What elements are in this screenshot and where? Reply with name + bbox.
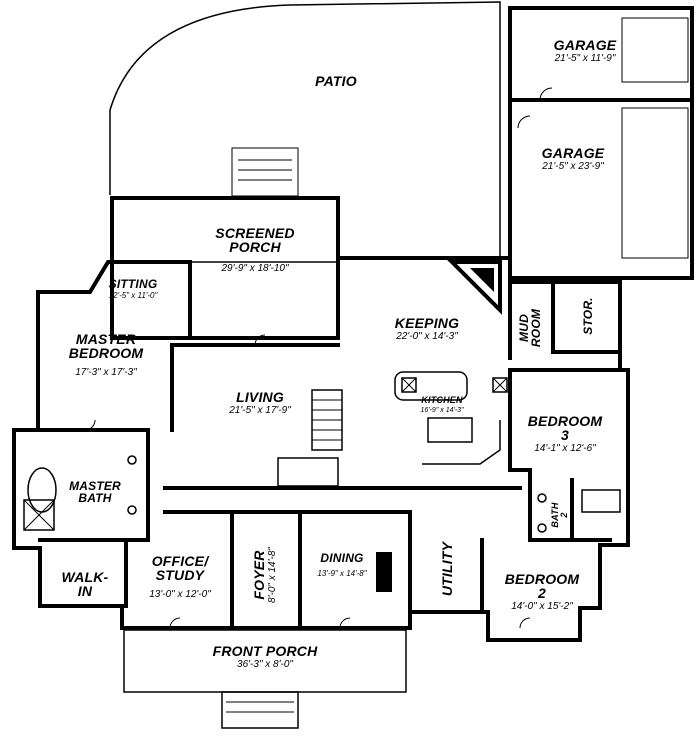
patio-label: PATIO <box>300 74 372 88</box>
room-dimensions: 8'-0" x 14'-8" <box>267 547 278 603</box>
room-name: MASTER <box>69 479 121 493</box>
room-name: KEEPING <box>394 315 460 331</box>
stairs <box>277 389 343 487</box>
room-name-line-2: IN <box>77 583 93 599</box>
room-name-line-2: 3 <box>561 427 569 443</box>
room-dimensions: 22'-0" x 14'-3" <box>396 331 458 342</box>
bath-2-label: BATH 2 <box>550 495 569 535</box>
room-name-line-2: BEDROOM <box>68 345 144 361</box>
room-name: FOYER <box>251 550 267 600</box>
room-name: SCREENED <box>215 225 295 241</box>
room-name-line-2: STUDY <box>155 567 205 583</box>
master-bath-label: MASTER BATH <box>60 480 130 504</box>
garage-1-label: GARAGE 21'-5" x 11'-9" <box>530 38 640 64</box>
bath-2-fixtures <box>537 489 621 533</box>
kitchen-label: KITCHEN 16'-9" x 14'-3" <box>410 395 474 415</box>
dining-hutch <box>376 552 392 592</box>
room-name: SITTING <box>108 277 158 291</box>
room-name-line-2: ROOM <box>529 308 543 348</box>
bedroom-2-label: BEDROOM 2 14'-0" x 15'-2" <box>492 572 592 612</box>
room-dimensions: 21'-5" x 17'-9" <box>229 405 291 416</box>
room-dimensions: 21'-5" x 11'-9" <box>554 53 616 64</box>
garage-2-label: GARAGE 21'-5" x 23'-9" <box>518 146 628 172</box>
room-name: UTILITY <box>439 541 455 597</box>
room-name: PATIO <box>315 73 357 89</box>
front-porch-label: FRONT PORCH 36'-3" x 8'-0" <box>200 644 330 670</box>
room-dimensions: 36'-3" x 8'-0" <box>237 659 293 670</box>
room-name: FRONT PORCH <box>212 643 318 659</box>
house-outline <box>12 256 630 642</box>
room-name-line-2: BATH <box>78 491 112 505</box>
storage-label: STOR. <box>581 288 595 344</box>
walk-in-label: WALK- IN <box>52 570 118 598</box>
patio-outline <box>109 1 501 258</box>
garage-walls <box>508 6 694 280</box>
room-name-line-2: PORCH <box>229 239 281 255</box>
room-name: GARAGE <box>541 145 605 161</box>
room-name: BEDROOM <box>504 571 580 587</box>
room-dimensions: 13'-9" x 14'-8" <box>317 569 367 578</box>
dining-label: DINING 13'-9" x 14'-8" <box>302 552 382 578</box>
mud-room-label: MUD ROOM <box>517 298 543 358</box>
room-name: MASTER <box>75 331 137 347</box>
room-dimensions: 13'-0" x 12'-0" <box>149 589 211 600</box>
room-dimensions: 14'-1" x 12'-6" <box>534 443 596 454</box>
room-name: OFFICE/ <box>151 553 209 569</box>
room-name: KITCHEN <box>421 395 463 405</box>
foyer-label: FOYER 8'-0" x 14'-8" <box>251 530 278 620</box>
room-name: WALK- <box>61 569 109 585</box>
room-dimensions: 16'-9" x 14'-3" <box>420 407 464 414</box>
door-swings <box>84 334 531 629</box>
front-porch <box>123 629 407 729</box>
room-dimensions: 14'-0" x 15'-2" <box>511 601 573 612</box>
screened-porch-label: SCREENED PORCH 29'-9" x 18'-10" <box>190 226 320 274</box>
room-name: STOR. <box>581 297 595 335</box>
office-study-label: OFFICE/ STUDY 13'-0" x 12'-0" <box>132 554 228 600</box>
fireplace <box>447 260 502 315</box>
keeping-label: KEEPING 22'-0" x 14'-3" <box>372 316 482 342</box>
kitchen-fixtures <box>394 371 508 465</box>
room-name: BEDROOM <box>527 413 603 429</box>
room-dimensions: 12'-5" x 11'-0" <box>108 291 158 300</box>
room-dimensions: 29'-9" x 18'-10" <box>221 263 289 274</box>
sitting-label: SITTING 12'-5" x 11'-0" <box>98 278 168 300</box>
bedroom-3-label: BEDROOM 3 14'-1" x 12'-6" <box>515 414 615 454</box>
patio-steps <box>231 147 299 197</box>
room-dimensions: 21'-5" x 23'-9" <box>542 161 604 172</box>
room-name-line-2: 2 <box>538 585 546 601</box>
master-bath-fixtures <box>23 455 137 531</box>
living-label: LIVING 21'-5" x 17'-9" <box>205 390 315 416</box>
room-name: LIVING <box>236 389 284 405</box>
room-name: GARAGE <box>553 37 617 53</box>
master-bedroom-label: MASTER BEDROOM 17'-3" x 17'-3" <box>56 332 156 378</box>
room-name: DINING <box>320 551 364 565</box>
room-name-line-2: 2 <box>559 512 569 518</box>
utility-label: UTILITY <box>439 534 455 604</box>
room-dimensions: 17'-3" x 17'-3" <box>75 367 137 378</box>
screened-porch-walls <box>110 196 340 340</box>
